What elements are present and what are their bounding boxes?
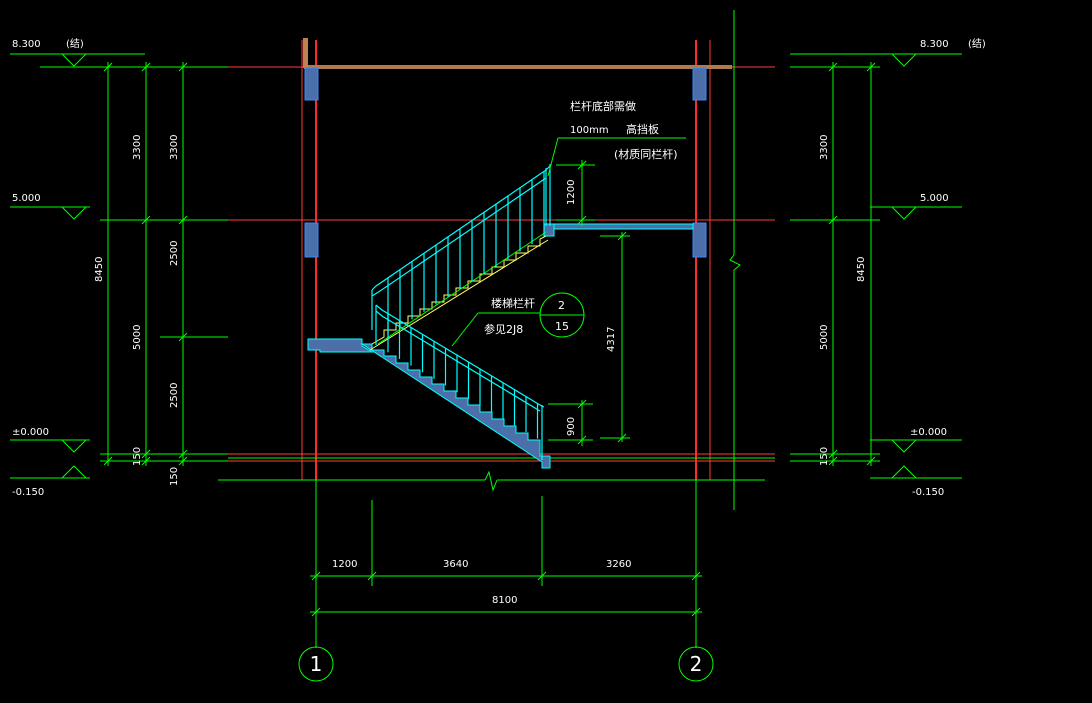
upper-landing [543, 223, 694, 237]
dim-1200-upper: 1200 [566, 180, 577, 205]
note-leader-1 [547, 137, 686, 177]
left-dim-150: 150 [132, 447, 143, 466]
right-dim-5000: 5000 [819, 325, 830, 350]
detail-leader [451, 292, 585, 347]
bottom-dim-8100: 8100 [492, 595, 517, 606]
bottom-dim-lines [310, 480, 702, 648]
level-right-0000: ±0.000 [910, 427, 947, 438]
note-railing-line2b: 高挡板 [626, 122, 659, 136]
upper-railing [371, 164, 551, 330]
left-dim-3300: 3300 [132, 135, 143, 160]
level-right-5000: 5.000 [920, 193, 949, 204]
lower-railing [375, 304, 545, 460]
left-far-dim-150: 150 [169, 467, 180, 486]
right-dim-150: 150 [819, 447, 830, 466]
axis-bubble-2 [678, 646, 714, 682]
level-left-5000: 5.000 [12, 193, 41, 204]
note-railing-line3: (材质同栏杆) [614, 147, 678, 161]
bottom-dim-1200: 1200 [332, 559, 357, 570]
lower-flight [360, 343, 551, 469]
bottom-dim-3260: 3260 [606, 559, 631, 570]
detail-sheet: 15 [555, 320, 569, 333]
left-level-marks [10, 53, 145, 479]
break-line-right [729, 10, 741, 510]
upper-balusters [387, 171, 545, 335]
right-dim-3300: 3300 [819, 135, 830, 160]
level-left-8300-note: (结) [66, 37, 84, 50]
right-dim-8450: 8450 [856, 257, 867, 282]
dim-900-lower: 900 [566, 417, 577, 436]
column-stub-top-left [303, 38, 308, 68]
middle-landing [307, 338, 374, 353]
ground-line [218, 457, 775, 492]
level-left-0000: ±0.000 [12, 427, 49, 438]
level-right-8300: 8.300 [920, 39, 949, 50]
level-right-8300-note: (结) [968, 37, 986, 50]
axis-label-2: 2 [690, 652, 703, 676]
level-right-neg0150: -0.150 [912, 487, 944, 498]
dim-4317: 4317 [606, 327, 617, 352]
note-stair-railing: 楼梯栏杆 [491, 296, 535, 310]
note-see-ref: 参见2J8 [484, 322, 523, 336]
note-railing-line2a: 100mm [570, 125, 609, 136]
stair-height-dims [548, 160, 630, 446]
axis-label-1: 1 [310, 652, 323, 676]
left-far-dim-2500a: 2500 [169, 241, 180, 266]
left-dim-8450: 8450 [94, 257, 105, 282]
lower-balusters [387, 313, 539, 439]
axis-bubble-1 [298, 646, 334, 682]
left-dim-lines [40, 62, 228, 466]
structural-sections [304, 67, 707, 258]
left-far-dim-2500b: 2500 [169, 383, 180, 408]
level-lines [228, 66, 775, 462]
right-level-marks [790, 53, 962, 479]
column-lines [301, 40, 711, 480]
right-dim-lines [790, 62, 880, 466]
detail-number: 2 [558, 299, 565, 312]
bottom-dim-3640: 3640 [443, 559, 468, 570]
level-left-neg0150: -0.150 [12, 487, 44, 498]
roof-slab [304, 65, 732, 69]
left-far-dim-3300: 3300 [169, 135, 180, 160]
left-dim-5000: 5000 [132, 325, 143, 350]
level-left-8300: 8.300 [12, 39, 41, 50]
note-railing-line1: 栏杆底部需做 [570, 99, 636, 113]
